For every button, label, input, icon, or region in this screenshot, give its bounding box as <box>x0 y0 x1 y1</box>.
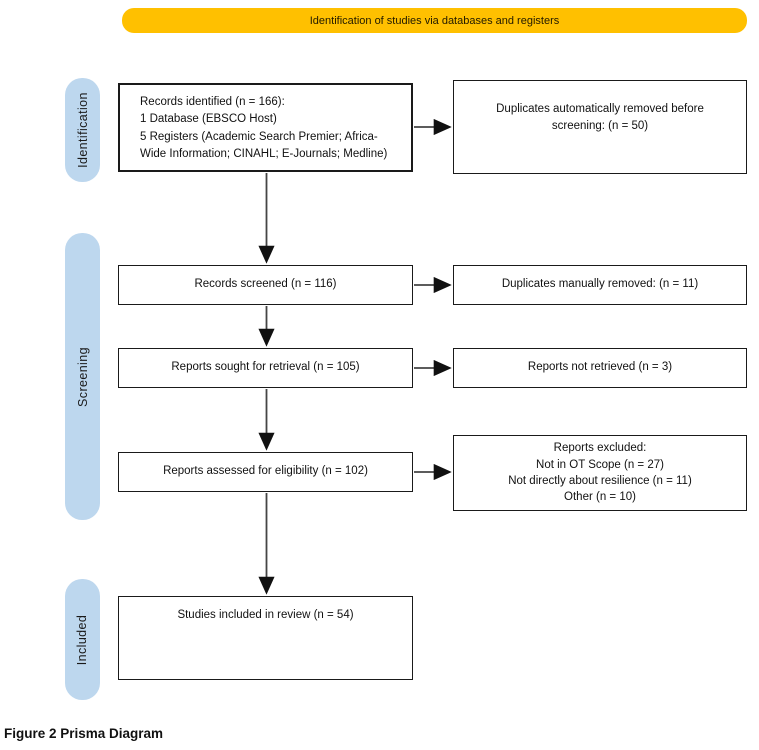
stage-label: Identification <box>75 92 90 168</box>
banner-identification-of-studies: Identification of studies via databases … <box>122 8 747 33</box>
figure-caption: Figure 2 Prisma Diagram <box>4 726 164 741</box>
stage-pill-screening: Screening <box>65 233 100 520</box>
box-text: Records screened (n = 116) <box>194 278 337 291</box>
box-text: Duplicates manually removed: (n = 11) <box>501 278 699 291</box>
box-text: Duplicates automatically removed before … <box>496 102 704 132</box>
box-reports-sought: Reports sought for retrieval (n = 105) <box>118 348 413 388</box>
box-records-screened: Records screened (n = 116) <box>118 265 413 305</box>
box-reports-excluded: Reports excluded: Not in OT Scope (n = 2… <box>453 435 747 511</box>
box-text: Reports excluded: Not in OT Scope (n = 2… <box>508 442 692 504</box>
banner-label: Identification of studies via databases … <box>309 14 560 27</box>
box-studies-included: Studies included in review (n = 54) <box>118 596 413 680</box>
box-reports-assessed: Reports assessed for eligibility (n = 10… <box>118 452 413 492</box>
stage-pill-identification: Identification <box>65 78 100 182</box>
stage-label: Included <box>75 614 90 665</box>
box-records-identified: Records identified (n = 166): 1 Database… <box>118 83 413 172</box>
box-reports-not-retrieved: Reports not retrieved (n = 3) <box>453 348 747 388</box>
stage-pill-included: Included <box>65 579 100 700</box>
box-text: Records identified (n = 166): 1 Database… <box>140 96 388 160</box>
box-text: Studies included in review (n = 54) <box>177 609 354 621</box>
box-duplicates-manually-removed: Duplicates manually removed: (n = 11) <box>453 265 747 305</box>
box-text: Reports assessed for eligibility (n = 10… <box>163 465 368 478</box>
stage-label: Screening <box>75 346 90 407</box>
box-text: Reports sought for retrieval (n = 105) <box>171 361 360 374</box>
box-duplicates-auto-removed: Duplicates automatically removed before … <box>453 80 747 174</box>
box-text: Reports not retrieved (n = 3) <box>527 361 673 374</box>
